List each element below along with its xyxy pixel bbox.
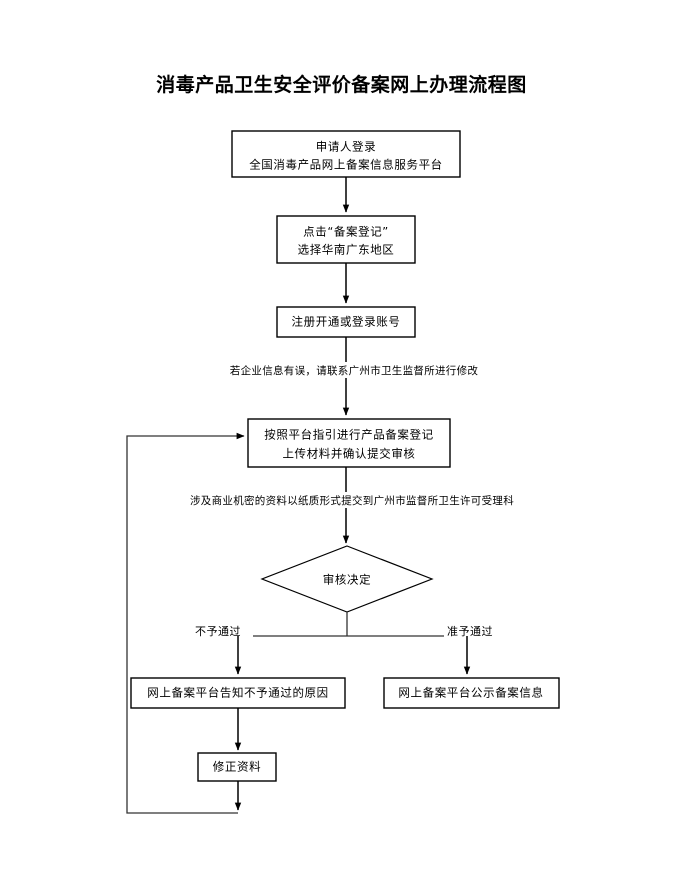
node-box-n6 [130, 677, 346, 709]
note1-text: 若企业信息有误，请联系广州市卫生监督所进行修改 [230, 364, 479, 377]
node-label-n1-line1: 申请人登录 [316, 140, 377, 154]
note-confidential-paper-submission: 涉及商业机密的资料以纸质形式提交到广州市监督所卫生许可受理科 [166, 492, 538, 508]
node-applicant-login[interactable]: 申请人登录 全国消毒产品网上备案信息服务平台 [231, 130, 461, 178]
page-title: 消毒产品卫生安全评价备案网上办理流程图 [156, 74, 527, 96]
node-review-decision[interactable]: 审核决定 [260, 545, 434, 613]
node-label-n1-line2: 全国消毒产品网上备案信息服务平台 [249, 158, 443, 172]
note2-backdrop [166, 492, 538, 508]
branch-label-approve: 准予通过 [447, 625, 493, 638]
node-box-n7 [383, 677, 560, 709]
node-label-n7-line1: 网上备案平台公示备案信息 [398, 686, 543, 700]
node-register-or-login[interactable]: 注册开通或登录账号 [276, 306, 416, 338]
branch-label-reject: 不予通过 [195, 625, 241, 638]
node-publish-filing-info[interactable]: 网上备案平台公示备案信息 [383, 677, 560, 709]
node-label-n4-line2: 上传材料并确认提交审核 [282, 447, 415, 461]
node-click-registration[interactable]: 点击“备案登记” 选择华南广东地区 [276, 215, 416, 264]
node-label-n4-line1: 按照平台指引进行产品备案登记 [264, 428, 433, 442]
note-company-info-correction: 若企业信息有误，请联系广州市卫生监督所进行修改 [210, 362, 482, 378]
node-label-n3-line1: 注册开通或登录账号 [292, 315, 401, 329]
node-label-n6-line1: 网上备案平台告知不予通过的原因 [147, 686, 329, 700]
node-revise-materials[interactable]: 修正资料 [197, 752, 277, 782]
node-label-n8-line1: 修正资料 [213, 760, 261, 774]
node-label-n2-line1: 点击“备案登记” [303, 225, 389, 239]
node-box-n8 [197, 752, 277, 782]
node-reject-reason-notice[interactable]: 网上备案平台告知不予通过的原因 [130, 677, 346, 709]
node-box-n4 [247, 418, 451, 468]
note1-backdrop [210, 362, 482, 378]
note2-text: 涉及商业机密的资料以纸质形式提交到广州市监督所卫生许可受理科 [190, 494, 514, 507]
node-label-n2-line2: 选择华南广东地区 [298, 243, 395, 257]
edge-loop-back-to-n4 [126, 432, 245, 814]
node-product-filing-upload[interactable]: 按照平台指引进行产品备案登记 上传材料并确认提交审核 [247, 418, 451, 468]
node-box-n1 [231, 130, 461, 178]
node-label-n5-line1: 审核决定 [323, 573, 371, 587]
